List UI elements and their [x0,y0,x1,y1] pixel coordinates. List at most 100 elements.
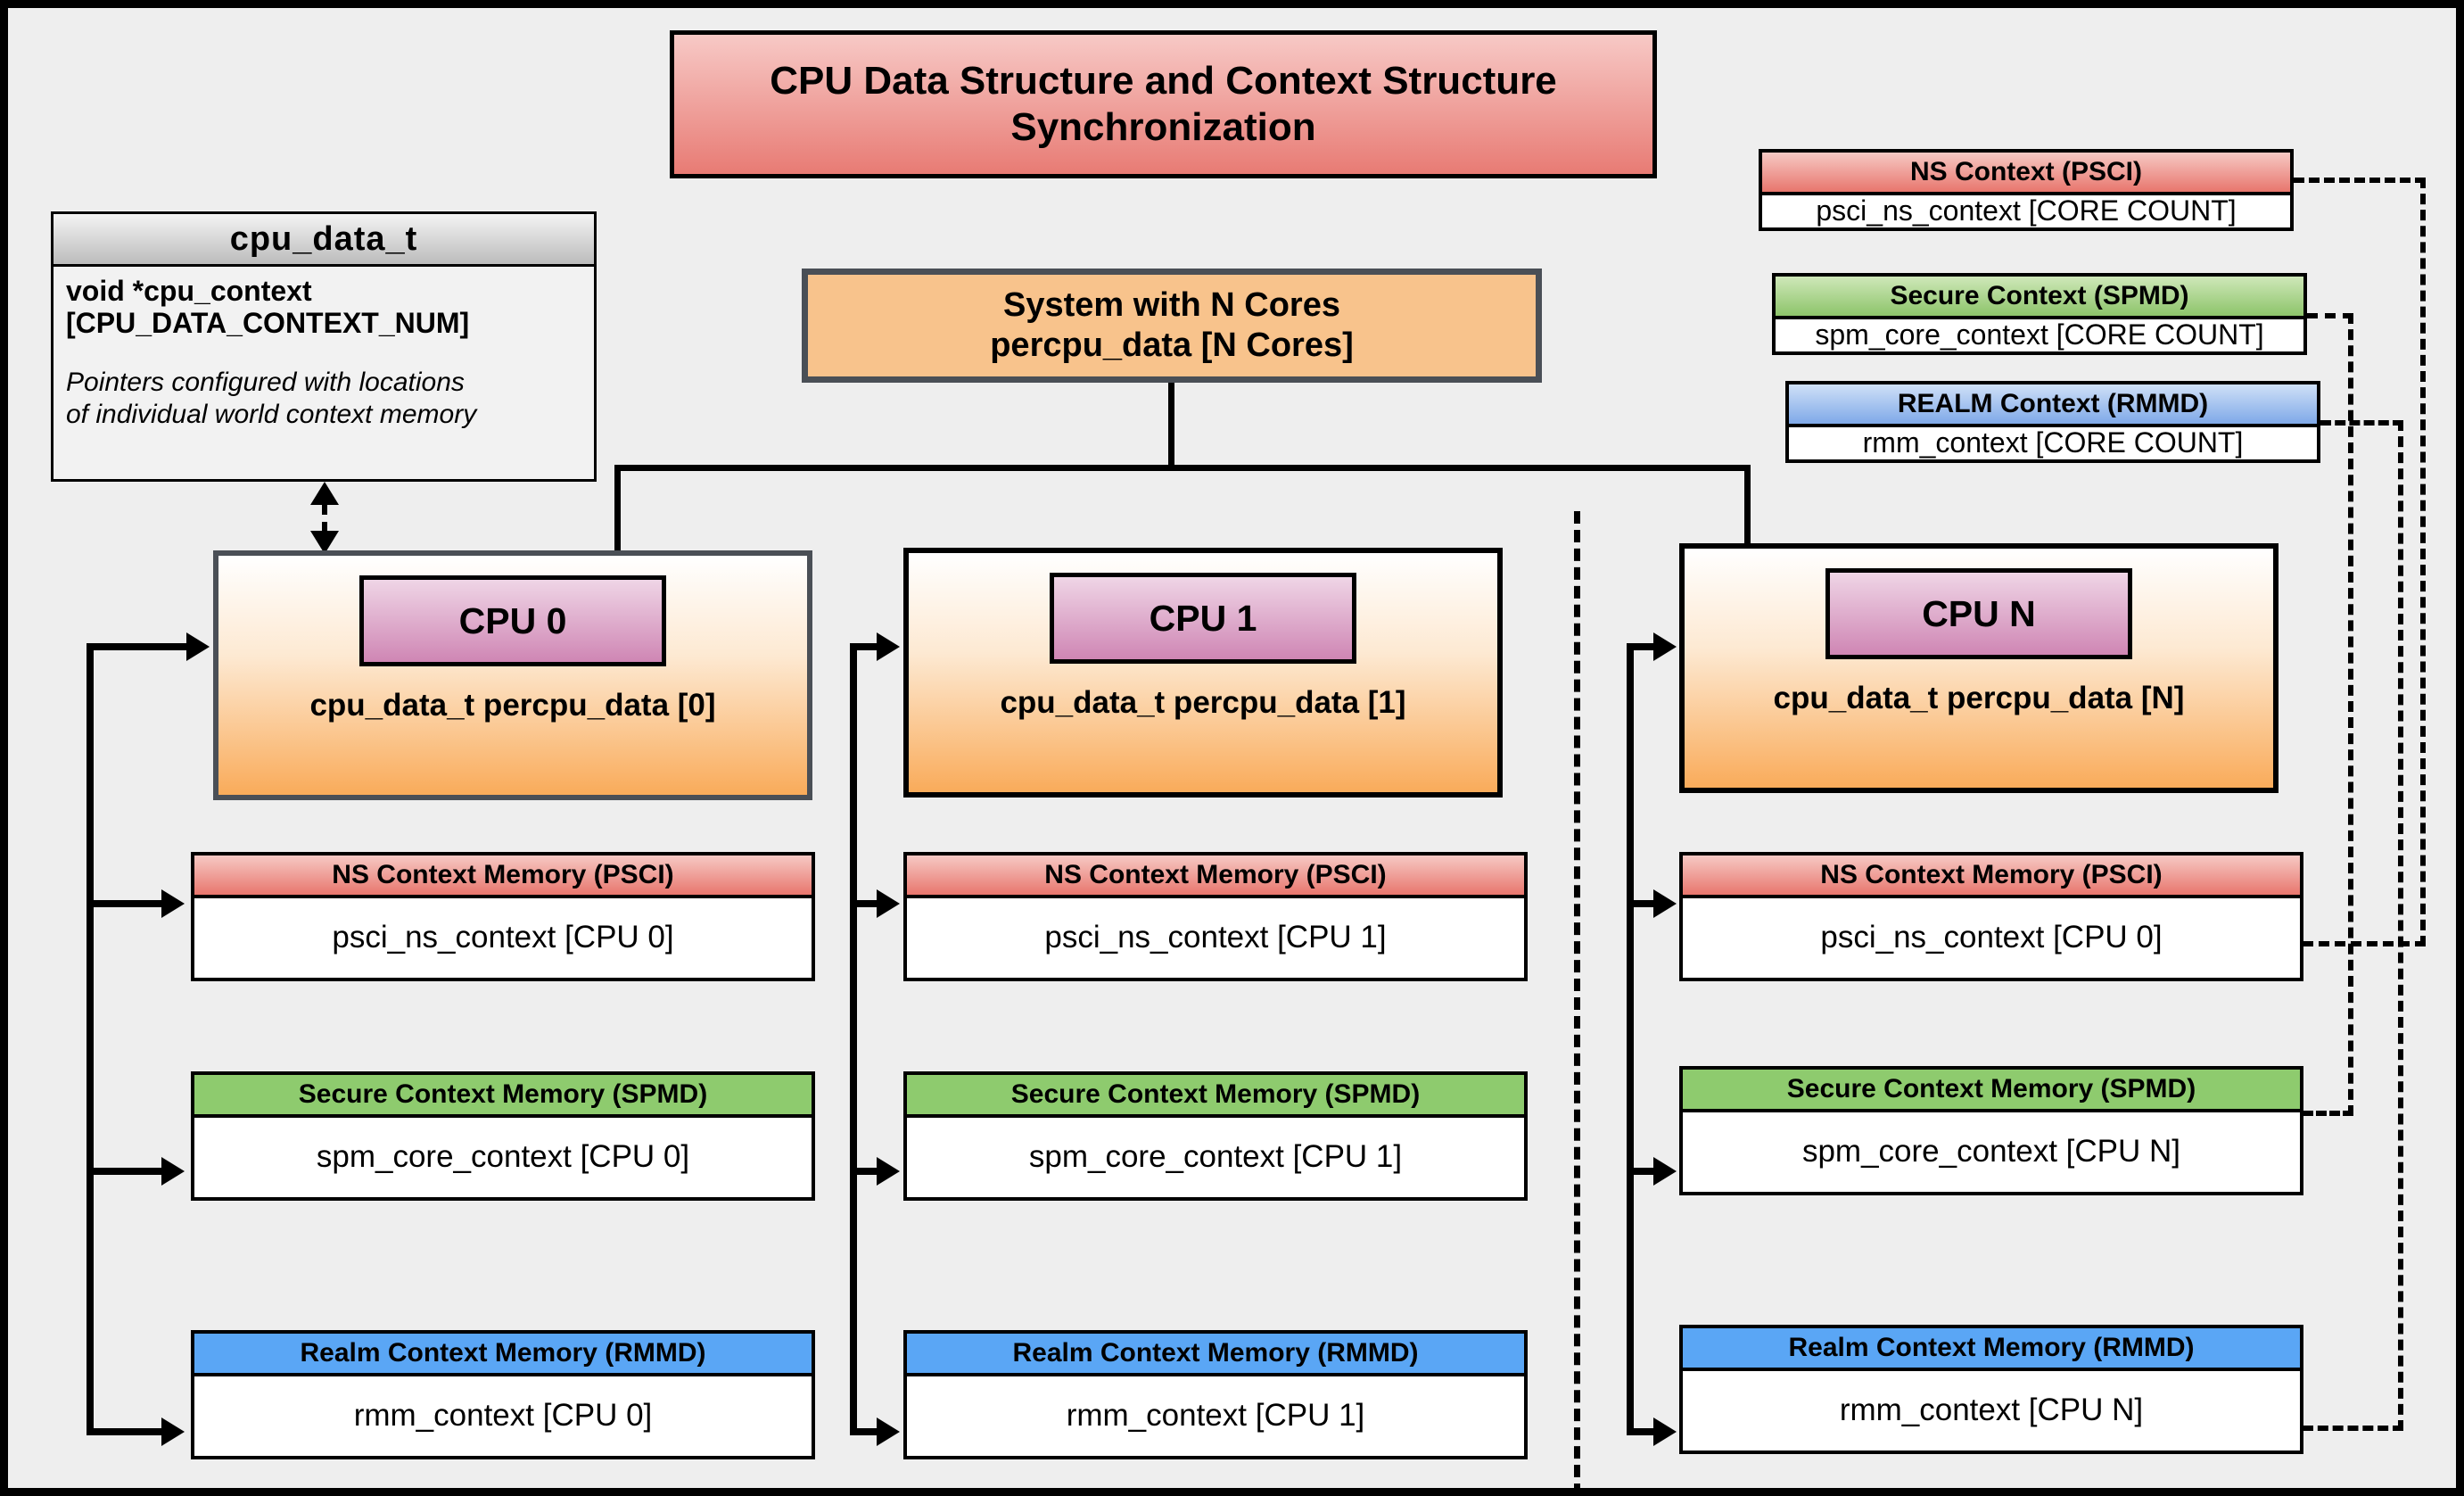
cpun-bus-vertical [1627,643,1634,1435]
cpu-data-t-note-line2: of individual world context memory [66,399,477,429]
global-context-secure-header: Secure Context (SPMD) [1776,277,2303,319]
cpu-data-link-arrow-down [310,531,339,554]
cpu1-arrow-realm [877,1417,900,1446]
cpun-context-realm: Realm Context Memory (RMMD) rmm_context … [1679,1325,2303,1454]
cpu1-context-realm: Realm Context Memory (RMMD) rmm_context … [903,1330,1528,1459]
cpu1-bus-to-ns [850,900,882,907]
dash-secure-bottom [2303,1111,2353,1116]
global-context-ns-body: psci_ns_context [CORE COUNT] [1762,195,2290,227]
cpu-chip-1: CPU 1 [1050,573,1356,664]
global-context-ns: NS Context (PSCI) psci_ns_context [CORE … [1759,149,2294,231]
cpu-data-t-note-line1: Pointers configured with locations [66,367,465,397]
cpu-data-link-dash [322,504,327,533]
cpu0-context-secure-header: Secure Context Memory (SPMD) [194,1075,812,1118]
cpu0-bus-vertical [87,643,94,1435]
cpu-data-t-struct-name: cpu_data_t [54,214,594,267]
cpun-context-realm-body: rmm_context [CPU N] [1683,1371,2300,1451]
cpu1-bus-to-realm [850,1428,882,1435]
cpu-struct-label-0: cpu_data_t percpu_data [0] [309,688,716,723]
cpu0-context-realm-header: Realm Context Memory (RMMD) [194,1334,812,1376]
dash-realm-right [2398,420,2403,1431]
cpu-card-0: CPU 0 cpu_data_t percpu_data [0] [213,550,812,800]
cpun-arrow-ns [1653,889,1677,918]
cpu0-arrow-card [186,632,210,661]
cpu0-bus-to-secure [87,1168,167,1175]
dash-ns-top [2294,178,2426,183]
cpu-data-t-field: void *cpu_context [66,275,312,307]
cpu0-context-ns: NS Context Memory (PSCI) psci_ns_context… [191,852,815,981]
cpu1-context-ns: NS Context Memory (PSCI) psci_ns_context… [903,852,1528,981]
cpu0-context-secure-body: spm_core_context [CPU 0] [194,1118,812,1197]
cpun-context-secure: Secure Context Memory (SPMD) spm_core_co… [1679,1066,2303,1195]
dash-realm-bottom [2303,1426,2403,1431]
global-context-realm-header: REALM Context (RMMD) [1789,384,2317,427]
cpu-chip-0: CPU 0 [359,575,666,666]
cpu1-context-ns-body: psci_ns_context [CPU 1] [907,898,1524,978]
cpu-data-t-struct-box: cpu_data_t void *cpu_context [CPU_DATA_C… [51,211,597,482]
cpu1-arrow-ns [877,889,900,918]
cpun-bus-to-ns [1627,900,1659,907]
cpun-context-secure-header: Secure Context Memory (SPMD) [1683,1070,2300,1112]
diagram-title-line1: CPU Data Structure and Context Structure [770,59,1557,103]
cpun-context-ns: NS Context Memory (PSCI) psci_ns_context… [1679,852,2303,981]
cpu0-arrow-secure [161,1157,185,1186]
cpun-arrow-secure [1653,1157,1677,1186]
dash-secure-top [2307,313,2353,318]
cpu1-arrow-secure [877,1157,900,1186]
cpu1-context-realm-header: Realm Context Memory (RMMD) [907,1334,1524,1376]
cpu0-bus-to-card [87,643,192,650]
cpu-data-link-arrow-up [310,482,339,505]
cpu0-context-secure: Secure Context Memory (SPMD) spm_core_co… [191,1071,815,1201]
cpu-card-n: CPU N cpu_data_t percpu_data [N] [1679,543,2279,793]
cpun-bus-to-card [1627,643,1659,650]
cpun-context-ns-body: psci_ns_context [CPU 0] [1683,898,2300,978]
cpu0-arrow-realm [161,1417,185,1446]
cpu1-bus-vertical [850,643,857,1435]
cpu-struct-label-n: cpu_data_t percpu_data [N] [1773,681,2185,715]
cpu-card-1: CPU 1 cpu_data_t percpu_data [1] [903,548,1503,798]
diagram-title: CPU Data Structure and Context Structure… [670,30,1657,178]
cpu0-arrow-ns [161,889,185,918]
system-n-cores-box: System with N Cores percpu_data [N Cores… [802,269,1542,383]
dash-secure-right [2348,313,2353,1116]
cpun-context-ns-header: NS Context Memory (PSCI) [1683,855,2300,898]
cpun-context-realm-header: Realm Context Memory (RMMD) [1683,1328,2300,1371]
cpu1-bus-to-secure [850,1168,882,1175]
cpu0-bus-to-ns [87,900,167,907]
cpu1-context-ns-header: NS Context Memory (PSCI) [907,855,1524,898]
tree-branch-cpun [1744,465,1751,554]
tree-branch-cpu0 [614,465,621,554]
cpu-data-t-field-index: [CPU_DATA_CONTEXT_NUM] [66,306,470,339]
cpu1-bus-to-card [850,643,882,650]
cpu1-context-realm-body: rmm_context [CPU 1] [907,1376,1524,1456]
dash-realm-top [2320,420,2403,426]
global-context-secure-body: spm_core_context [CORE COUNT] [1776,319,2303,351]
diagram-title-line2: Synchronization [1010,105,1316,149]
cpu0-context-realm: Realm Context Memory (RMMD) rmm_context … [191,1330,815,1459]
system-line2: percpu_data [N Cores] [990,326,1354,364]
cpu1-context-secure-body: spm_core_context [CPU 1] [907,1118,1524,1197]
tree-trunk [1168,383,1174,470]
cpun-arrow-realm [1653,1417,1677,1446]
cpun-context-secure-body: spm_core_context [CPU N] [1683,1112,2300,1192]
dash-ns-bottom [2303,941,2426,946]
cpu0-bus-to-realm [87,1428,167,1435]
cpu-chip-n: CPU N [1825,568,2132,659]
tree-crossbar [614,465,1751,471]
cpu0-context-realm-body: rmm_context [CPU 0] [194,1376,812,1456]
cpun-bus-to-realm [1627,1428,1659,1435]
global-context-ns-header: NS Context (PSCI) [1762,153,2290,195]
global-context-realm-body: rmm_context [CORE COUNT] [1789,427,2317,459]
cpu-group-divider [1574,511,1580,1488]
cpu0-context-ns-body: psci_ns_context [CPU 0] [194,898,812,978]
cpu1-context-secure-header: Secure Context Memory (SPMD) [907,1075,1524,1118]
cpun-arrow-card [1653,632,1677,661]
cpu1-arrow-card [877,632,900,661]
cpu1-context-secure: Secure Context Memory (SPMD) spm_core_co… [903,1071,1528,1201]
system-line1: System with N Cores [1002,286,1340,325]
global-context-realm: REALM Context (RMMD) rmm_context [CORE C… [1785,381,2320,463]
cpu-struct-label-1: cpu_data_t percpu_data [1] [1000,685,1406,720]
dash-ns-right [2420,178,2426,946]
global-context-secure: Secure Context (SPMD) spm_core_context [… [1772,273,2307,355]
